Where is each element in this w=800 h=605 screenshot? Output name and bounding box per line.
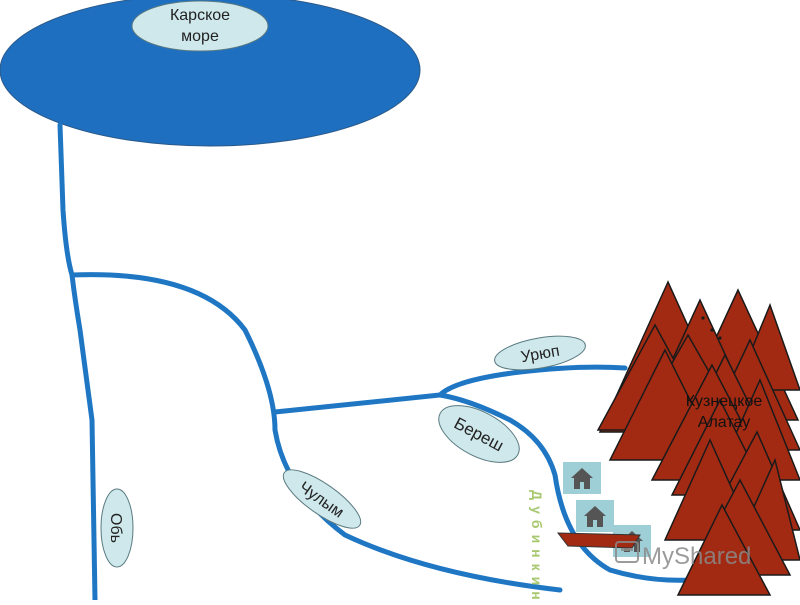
beresh-river xyxy=(437,392,693,583)
uryup-label: Урюп xyxy=(494,335,586,371)
mountain xyxy=(676,503,772,596)
chulym-river xyxy=(69,272,563,593)
svg-text:море: море xyxy=(181,28,219,45)
mountain-marks xyxy=(701,316,722,340)
connector-channel xyxy=(272,364,628,415)
svg-text:Обь: Обь xyxy=(107,513,124,543)
ob-label: Обь xyxy=(100,488,134,568)
svg-text:Урюп: Урюп xyxy=(520,343,561,367)
house-icon xyxy=(576,500,614,532)
mountains-label: Кузнецкое Алатау xyxy=(686,393,763,431)
rivers xyxy=(57,122,693,603)
beresh-label: Береш xyxy=(438,405,520,463)
svg-text:MyShared: MyShared xyxy=(642,543,751,570)
svg-text:Алатау: Алатау xyxy=(698,414,750,431)
chulym-label: Чулым xyxy=(282,469,362,529)
svg-text:Карское: Карское xyxy=(170,7,230,24)
svg-text:Кузнецкое: Кузнецкое xyxy=(686,393,763,410)
kara-sea xyxy=(0,0,421,147)
sea-label: Карское море xyxy=(131,0,269,52)
mountains xyxy=(596,280,800,596)
red-plank xyxy=(556,532,641,549)
ob-river xyxy=(57,122,98,603)
house-icon xyxy=(563,462,601,494)
village xyxy=(556,462,651,557)
watermark: MyShared xyxy=(615,541,751,570)
vertical-word: Дубинкино xyxy=(529,490,545,600)
